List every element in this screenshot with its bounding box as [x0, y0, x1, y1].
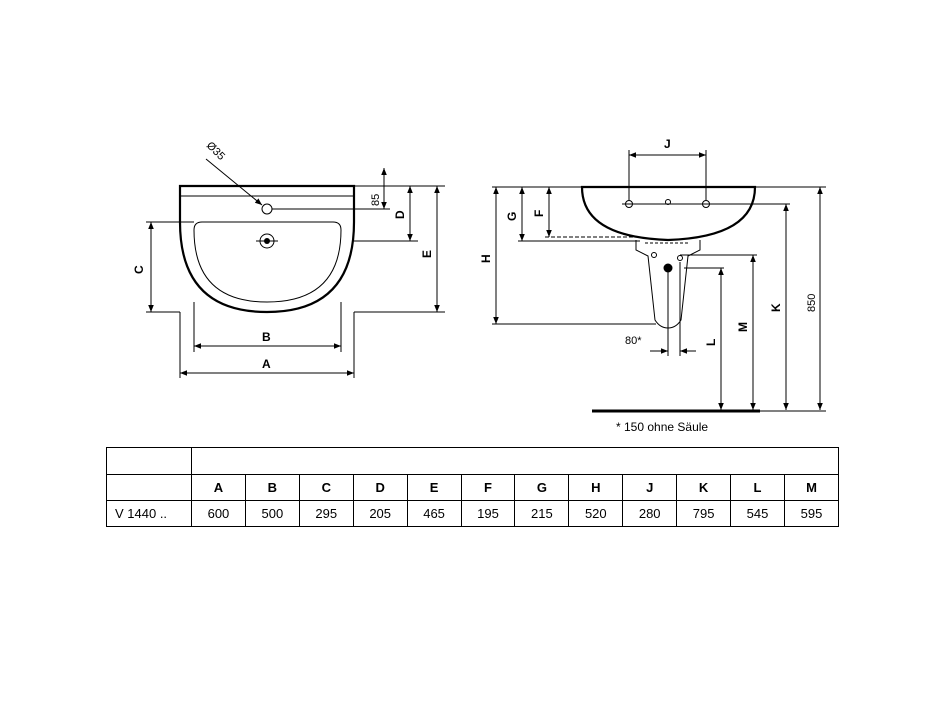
table-cell: 280: [622, 500, 678, 527]
table-header-cell: D: [352, 474, 408, 501]
label-M: M: [736, 322, 750, 332]
table-cell: 465: [406, 500, 462, 527]
footnote: * 150 ohne Säule: [616, 420, 708, 434]
table-cell: 195: [460, 500, 516, 527]
dimensions-table: A B C D E F G H J K L M V 1440 .. 600 50…: [106, 447, 840, 527]
table-header-cell: G: [514, 474, 570, 501]
label-L: L: [704, 339, 718, 346]
table-header-model: [106, 474, 192, 501]
label-C: C: [132, 265, 146, 274]
table-header-row: A B C D E F G H J K L M: [106, 474, 840, 501]
table-cell: 295: [298, 500, 354, 527]
table-title-row: [106, 447, 839, 475]
table-cell: 205: [352, 500, 408, 527]
table-header-cell: E: [406, 474, 462, 501]
dim-80: 80*: [625, 335, 642, 347]
basin-profile: [580, 185, 757, 242]
table-cell: 795: [676, 500, 732, 527]
label-A: A: [262, 357, 271, 371]
label-G: G: [505, 212, 519, 221]
table-row: V 1440 .. 600 500 295 205 465 195 215 52…: [106, 500, 840, 527]
table-header-cell: A: [191, 474, 246, 501]
table-corner-cell: [106, 447, 192, 475]
label-E: E: [420, 250, 434, 258]
table-header-cell: J: [622, 474, 678, 501]
table-cell: 520: [568, 500, 624, 527]
table-cell: 545: [730, 500, 785, 527]
front-view: Ø35 85 D E C B A: [132, 140, 445, 378]
table-blank-header: [191, 447, 839, 475]
side-view: J G F H 80* L M K: [479, 137, 826, 434]
table-cell: 215: [514, 500, 570, 527]
table-header-cell: B: [244, 474, 300, 501]
table-header-cell: C: [298, 474, 354, 501]
table-header-cell: K: [676, 474, 732, 501]
basin-bowl: [193, 221, 342, 303]
table-header-cell: M: [783, 474, 840, 501]
label-B: B: [262, 330, 271, 344]
tap-hole: [261, 203, 273, 215]
diameter-label: Ø35: [204, 140, 227, 163]
table-cell: 600: [191, 500, 246, 527]
table-header-cell: L: [730, 474, 785, 501]
waste-outlet: [663, 263, 673, 273]
table-cell: 500: [244, 500, 300, 527]
label-D: D: [393, 210, 407, 219]
label-K: K: [769, 303, 783, 312]
label-J: J: [664, 137, 671, 151]
label-F: F: [532, 210, 546, 217]
technical-drawing: Ø35 85 D E C B A: [132, 137, 826, 434]
table-cell: 595: [783, 500, 840, 527]
dim-850: 850: [806, 294, 818, 312]
label-H: H: [479, 254, 493, 263]
basin-outline: [178, 184, 356, 314]
dim-85: 85: [370, 194, 382, 206]
model-cell: V 1440 ..: [106, 500, 192, 527]
table-header-cell: H: [568, 474, 624, 501]
table-header-cell: F: [460, 474, 516, 501]
